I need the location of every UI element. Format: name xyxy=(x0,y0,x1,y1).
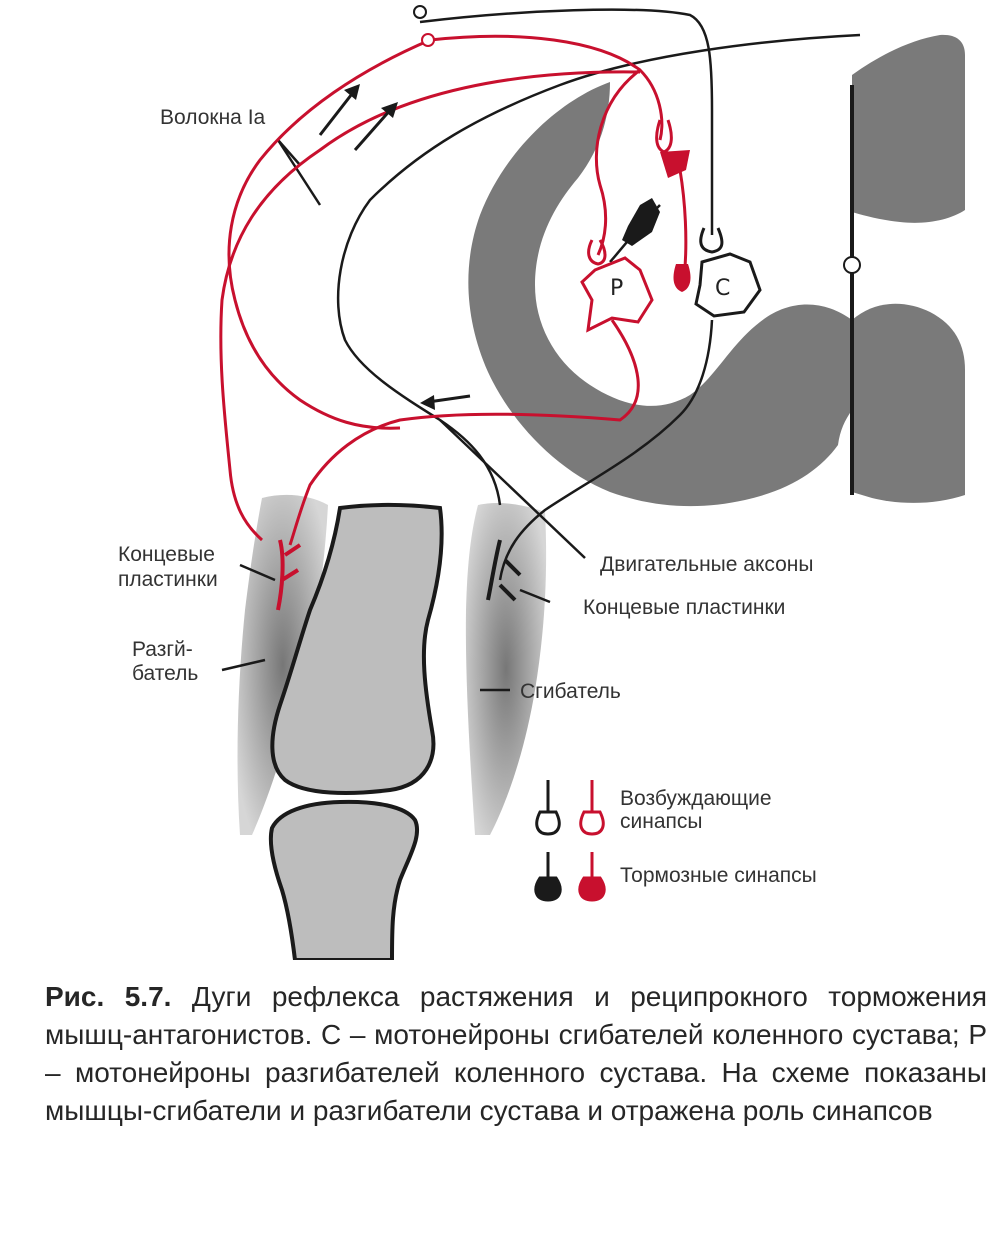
extensor-end-plate-red xyxy=(276,539,302,611)
femur xyxy=(270,503,444,795)
label-motor-axons: Двигательные аксоны xyxy=(600,553,814,576)
fiber-ending-black xyxy=(413,5,427,19)
legend-inhibitory-red-icon xyxy=(578,852,606,902)
flexor-ia-fiber-black xyxy=(419,8,714,235)
legend-excitatory-label-2: синапсы xyxy=(620,810,703,833)
motor-axon-p xyxy=(288,319,640,546)
arrow-up-1-head xyxy=(344,84,360,100)
red-collateral xyxy=(678,169,688,281)
arrow-up-2 xyxy=(353,107,394,151)
inhibitory-synapse-red-1 xyxy=(660,150,690,178)
arrow-up-1 xyxy=(318,89,357,136)
ia-arc-outer xyxy=(219,70,641,542)
extensor-muscle xyxy=(237,494,328,835)
arrow-left-head xyxy=(420,395,435,410)
gray-matter-upper-right xyxy=(852,34,965,223)
pointer-fibers-2 xyxy=(277,139,301,166)
pointer-motor-axons xyxy=(439,419,586,559)
red-pathways xyxy=(219,34,688,611)
pointer-extensor xyxy=(221,658,266,672)
pointer-end-plates-right xyxy=(519,588,551,604)
excitatory-synapse-red-1 xyxy=(655,119,673,154)
fiber-ending-red xyxy=(421,33,435,47)
label-fibers-ia: Волокна Ia xyxy=(160,106,266,129)
gray-matter-horn xyxy=(468,82,852,507)
direction-arrows xyxy=(318,84,471,410)
neuron-p-letter: Р xyxy=(610,276,623,301)
central-canal xyxy=(843,256,861,274)
legend-excitatory-red-icon xyxy=(579,780,605,836)
neuron-p-body xyxy=(580,256,654,333)
legend-excitatory-label-1: Возбуждающие xyxy=(620,787,772,810)
neuron-c: С xyxy=(694,252,762,318)
label-end-plates-left-1: Концевые xyxy=(118,543,215,566)
label-extensor-2: батель xyxy=(132,662,199,685)
muscles xyxy=(237,494,547,835)
label-end-plates-left-2: пластинки xyxy=(118,568,218,591)
neuron-p: Р xyxy=(580,256,654,333)
arrow-up-2-head xyxy=(381,102,398,118)
figure-number: Рис. 5.7. xyxy=(45,981,172,1012)
caption-text: Дуги рефлекса растяжения и реципрокного … xyxy=(45,981,987,1126)
label-flexor: Сгибатель xyxy=(520,680,621,703)
motor-axon-c xyxy=(498,319,714,581)
flexor-end-plate-black xyxy=(486,539,522,602)
reflex-arc-diagram: Р С xyxy=(219,5,965,960)
black-pathways xyxy=(221,8,861,692)
figure-caption: Рис. 5.7. Дуги рефлекса растяжения и рец… xyxy=(45,978,987,1130)
motor-axon-upper-black xyxy=(336,33,861,506)
extensor-ia-fiber xyxy=(429,34,664,141)
label-extensor-1: Разгй- xyxy=(132,638,193,661)
legend-inhibitory-black-icon xyxy=(534,852,562,902)
label-end-plates-right: Концевые пластинки xyxy=(583,596,786,619)
legend-inhibitory-label: Тормозные синапсы xyxy=(620,864,817,887)
neuron-c-body xyxy=(694,252,762,318)
neuron-c-letter: С xyxy=(715,276,730,301)
excitatory-synapse-red-2 xyxy=(587,239,607,266)
knee-bones xyxy=(268,503,444,960)
legend-symbols xyxy=(534,780,606,902)
inhibitory-synapse-black xyxy=(622,198,660,246)
gray-matter-lower-right xyxy=(852,303,965,503)
tibia xyxy=(268,799,420,960)
pointer-fibers-1 xyxy=(276,139,322,206)
inhibitory-synapse-red-2 xyxy=(673,264,691,292)
legend-excitatory-black-icon xyxy=(535,780,561,836)
excitatory-synapse-black xyxy=(699,227,724,254)
pointer-end-plates-left xyxy=(239,563,276,582)
arrow-left xyxy=(427,394,471,404)
extensor-ia-fiber-outer xyxy=(594,68,641,256)
spinal-cord xyxy=(468,34,965,507)
flexor-muscle xyxy=(465,502,547,835)
ia-arc-inner xyxy=(227,38,431,430)
synapses xyxy=(413,5,724,292)
